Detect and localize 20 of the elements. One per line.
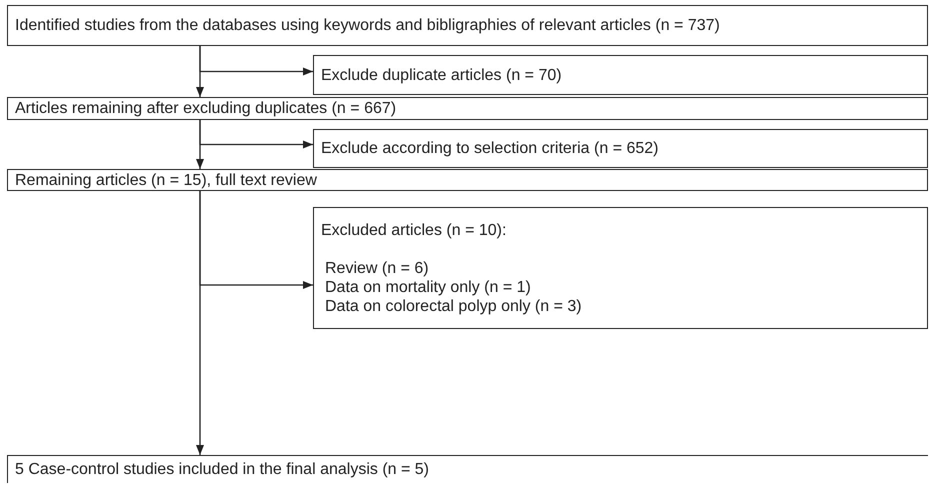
box-text: Data on colorectal polyp only (n = 3) <box>324 296 583 316</box>
process-box <box>7 169 928 191</box>
box-text: Remaining articles (n = 15), full text review <box>15 170 318 190</box>
box-text: 5 Case-control studies included in the final analysis (n = 5) <box>15 460 430 479</box>
process-box <box>7 97 928 120</box>
box-text: Excluded articles (n = 10): <box>321 220 508 240</box>
box-text: Identified studies from the databases using keywords and bibligraphies of relevant articles (n = 737) <box>15 16 721 35</box>
arrow <box>199 191 313 289</box>
arrow <box>199 120 313 148</box>
process-box <box>7 455 928 483</box>
process-box <box>7 5 928 46</box>
process-box <box>313 129 928 168</box>
box-text: Exclude duplicate articles (n = 70) <box>321 66 563 84</box>
arrow <box>199 46 313 76</box>
box-text: Articles remaining after excluding duplicates (n = 667) <box>15 99 398 118</box>
process-box <box>313 207 928 329</box>
process-box <box>313 55 928 95</box>
box-text: Exclude according to selection criteria (n = 652) <box>321 139 660 158</box>
box-text: Data on mortality only (n = 1) <box>324 278 532 296</box>
box-text: Review (n = 6) <box>324 258 430 278</box>
